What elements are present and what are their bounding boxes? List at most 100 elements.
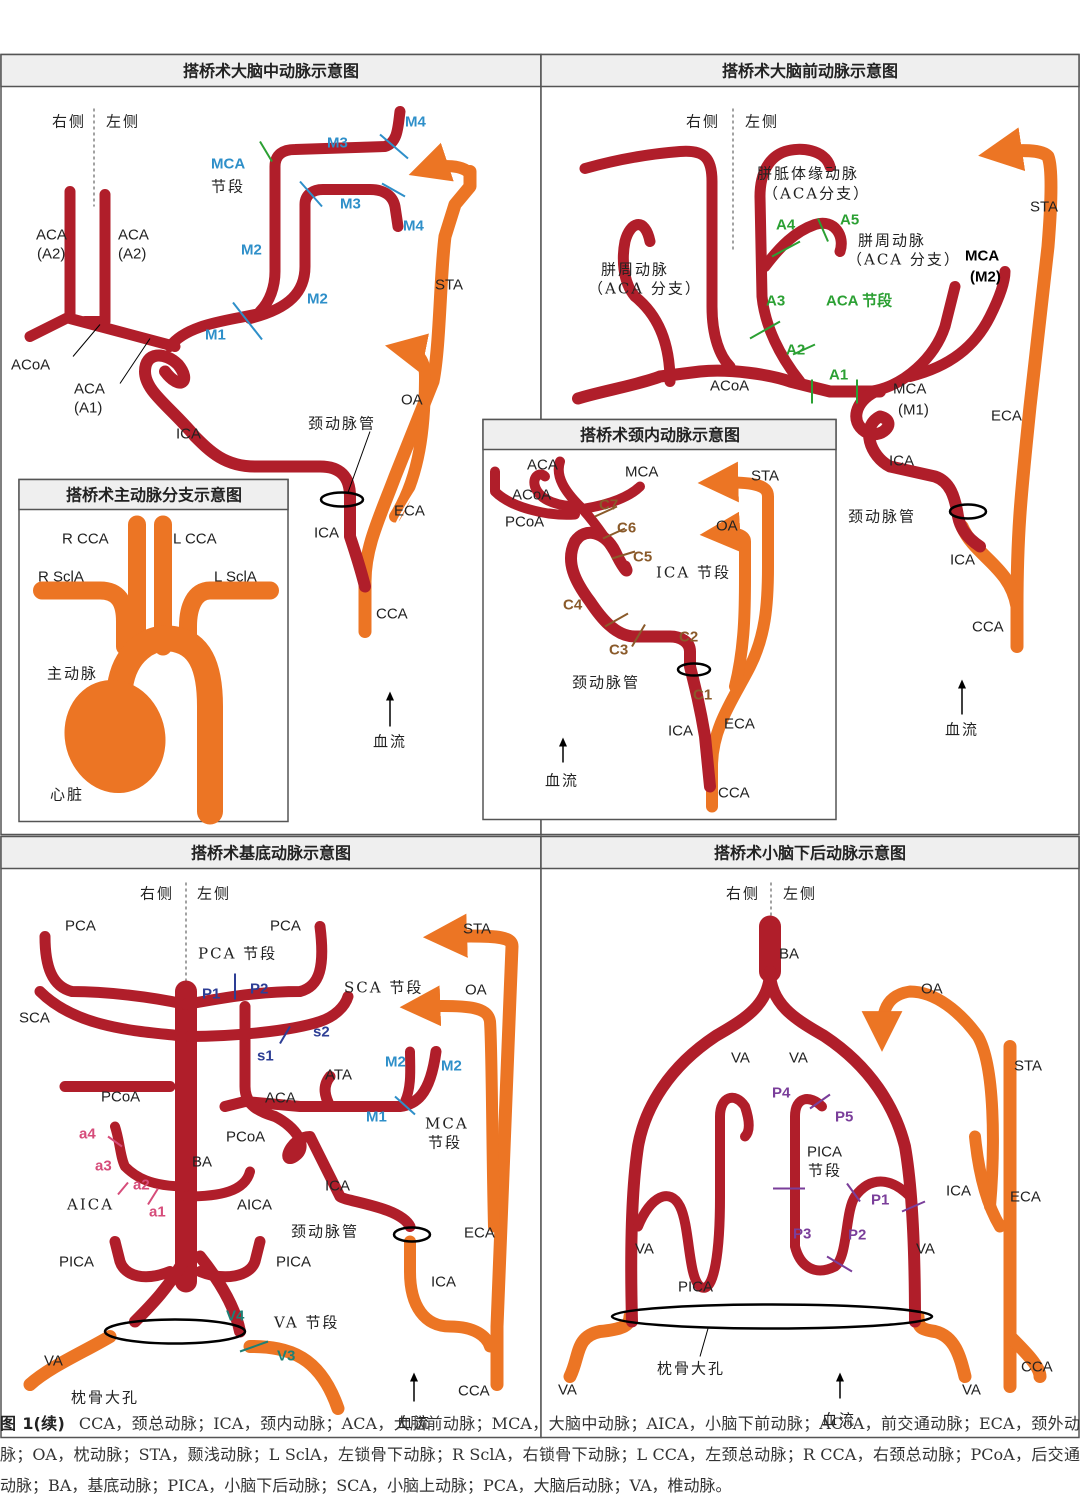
m2-upper-branch [254,106,406,317]
left-aica [181,1166,255,1202]
foramen-magnum-label: 枕骨大孔 [657,1360,725,1378]
va-label: VA [44,1353,63,1370]
oa-artery [861,985,999,1213]
flow-label: 血流 [397,1414,431,1432]
oa-label: OA [465,982,487,999]
right-subclavian [33,581,134,656]
pica-label: PICA [678,1279,713,1296]
v4-label: V4 [226,1308,245,1325]
callosomarginal-sub-label: （ACA分支） [763,185,870,203]
pericallosal-left-label: 胼周动脉 [858,232,926,250]
c6-label: C6 [617,520,636,537]
c4-label: C4 [563,597,583,614]
acoa-label: ACoA [710,378,749,395]
oa-label: OA [921,981,943,998]
p1-label: P1 [871,1192,889,1209]
aca-segment-label: ACA 节段 [826,292,892,310]
lscla-label: L SclA [214,569,257,586]
p2-label: P2 [848,1227,866,1244]
aca-segment-ticks [749,218,988,520]
m3-label-top: M3 [327,135,348,152]
carotid-canal-ring-icon [948,503,988,520]
sta-artery [422,913,519,1391]
flow-label: 血流 [545,772,579,790]
sta-label: STA [435,277,463,294]
oa-artery [399,985,500,1233]
left-side-label: 左侧 [783,885,817,903]
figure-caption: 图 1(续)CCA，颈总动脉；ICA，颈内动脉；ACA，大脑前动脉；MCA，大脑… [0,1408,1080,1501]
cca-label: CCA [972,619,1004,636]
aca-a1-label: ACA [74,381,105,398]
caption-lead: 图 1(续) [0,1414,65,1433]
left-side-label: 左侧 [106,113,140,131]
panel-aorta-title-bar [18,478,289,511]
aica-segment-label: AICA [66,1196,114,1214]
p2-label: P2 [250,981,268,998]
ba-label: BA [192,1154,212,1171]
a1-label: (A1) [74,400,102,417]
left-va-lower [243,1340,345,1415]
pcoa-right-label: PCoA [101,1089,140,1106]
sca-segment-label: SCA 节段 [344,979,423,997]
ica-segment-ticks [594,505,712,677]
ica-label: ICA [668,723,693,740]
panel-aca-title: 搭桥术大脑前动脉示意图 [722,62,898,81]
m2a-label: M2 [385,1054,406,1071]
a1-segment [64,313,181,352]
mca-m1-label: MCA [893,381,926,398]
left-va-upper [194,1250,246,1338]
panel-ica-border [482,418,837,821]
pica-segment-label: PICA [807,1144,842,1161]
c5-label: C5 [633,549,652,566]
c3-label: C3 [609,642,628,659]
ica-external [404,1235,496,1353]
ica-label: ICA [176,426,201,443]
a2-label: a2 [133,1177,150,1194]
flow-label: 血流 [373,733,407,751]
pcoa-label: PCoA [505,514,544,531]
sta-artery [978,127,1058,653]
va-bottom-left-label: VA [558,1382,577,1399]
cca-label: CCA [458,1383,490,1400]
va-bottom-right-label: VA [962,1382,981,1399]
right-aica [110,1121,191,1192]
a3-label: a3 [95,1158,112,1175]
a2-right-label: (A2) [37,246,65,263]
right-side-label: 右侧 [140,885,174,903]
right-side-label: 右侧 [726,885,760,903]
foramen-magnum-label: 枕骨大孔 [71,1389,139,1407]
pcoa-left-label: PCoA [226,1129,265,1146]
ica-top-label: ICA [889,453,914,470]
sca-label: SCA [19,1010,50,1027]
panel-pica: 搭桥术小脑下后动脉示意图 右侧 左侧 BA [540,835,1080,1439]
pica-segment-ticks [610,1093,934,1357]
panel-ica-title: 搭桥术颈内动脉示意图 [580,426,740,445]
pericallosal-left-sub-label: （ACA 分支） [847,251,961,269]
cca-label: CCA [1021,1359,1053,1376]
m2-label: (M2) [970,269,1001,286]
aca-a2-right-label: ACA [36,227,67,244]
a2-label: A2 [786,342,805,359]
aorta-label: 主动脉 [47,665,98,683]
mca-segment-label: MCA [211,156,245,173]
panel-ica: 搭桥术颈内动脉示意图 ACA MCA ACoA PCoA C7 C6 C5 IC… [482,418,837,821]
mca-m2-branch-2 [904,266,1011,382]
m2-label-left: M2 [241,242,262,259]
mca-branch [580,481,645,514]
eca-label: ECA [464,1225,495,1242]
aca-a2-left-label: ACA [118,227,149,244]
mca-segment-ticks [72,133,409,508]
rcca-label: R CCA [62,531,109,548]
ica-bottom-label: ICA [431,1274,456,1291]
aorta-arteries [33,515,279,825]
m2b-label: M2 [441,1058,462,1075]
pericallosal-right-label: 胼周动脉 [601,261,669,279]
a1-label: A1 [829,367,848,384]
oa-label: OA [716,518,738,535]
acoa-a1-segment [572,364,886,405]
panel-ica-title-bar [482,418,837,451]
heart-shape [64,679,166,794]
flow-label: 血流 [822,1411,856,1429]
ica-bottom-label: ICA [950,552,975,569]
